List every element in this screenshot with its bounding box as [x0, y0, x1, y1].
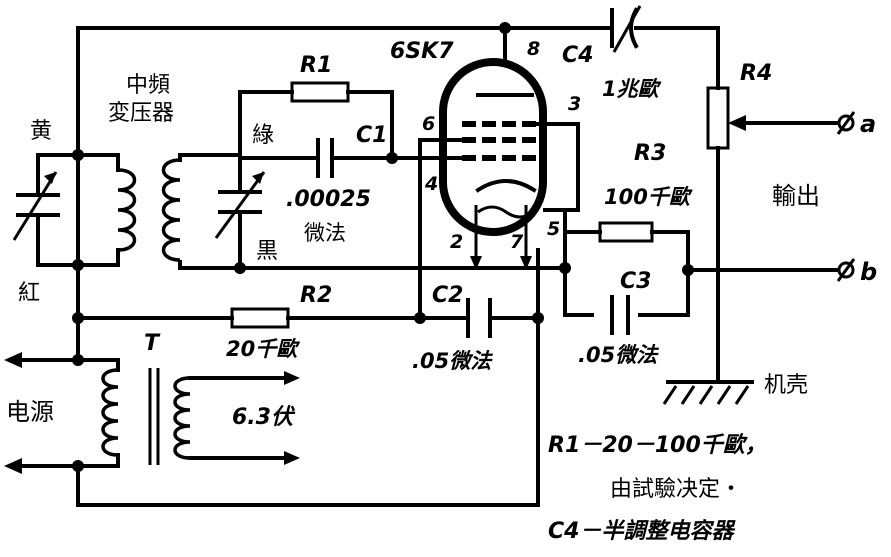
wire-color-black: 黒 — [256, 239, 278, 264]
if-transformer-label-1: 中頻 — [126, 73, 170, 98]
capacitor-c1 — [316, 138, 334, 178]
pin-4-label: 4 — [424, 173, 438, 195]
wire-color-green: 綠 — [252, 123, 274, 148]
pin-6-label: 6 — [422, 113, 435, 135]
c1-value: .00025 — [286, 187, 371, 212]
c2-label: C2 — [432, 283, 463, 308]
r3-label: R3 — [634, 141, 666, 166]
wire-color-red: 紅 — [18, 281, 40, 306]
capacitor-c2 — [466, 298, 492, 338]
pin-7-label: 7 — [510, 231, 524, 253]
pin-5-label: 5 — [547, 218, 560, 240]
note-line-3: C4－半調整电容器 — [548, 518, 736, 544]
if-transformer-primary-coil — [117, 168, 137, 252]
tuning-capacitor-secondary — [214, 171, 266, 239]
if-transformer-secondary-coil — [161, 158, 181, 262]
c2-value: .05微法 — [412, 349, 493, 373]
terminal-b-label: b — [860, 258, 877, 286]
note-line-1: R1－20－100千歐， — [548, 433, 767, 458]
c1-label: C1 — [356, 123, 387, 148]
c4-label: C4 — [562, 43, 593, 68]
tube-6sk7 — [439, 58, 547, 270]
r1-label: R1 — [300, 53, 332, 78]
terminal-a — [836, 111, 856, 135]
chassis-ground-symbol — [662, 380, 754, 405]
if-transformer-label-2: 変压器 — [108, 101, 174, 126]
terminal-a-label: a — [860, 110, 876, 138]
chassis-label: 机壳 — [764, 373, 808, 398]
capacitor-c4 — [610, 5, 642, 53]
c3-label: C3 — [620, 269, 651, 294]
r4-label: R4 — [740, 61, 772, 86]
resistor-r1 — [290, 81, 350, 103]
resistor-r4 — [706, 86, 730, 150]
resistor-r3 — [598, 221, 654, 243]
transformer-t-label: T — [144, 331, 161, 356]
c1-unit: 微法 — [304, 221, 346, 245]
r2-label: R2 — [300, 283, 332, 308]
wire-color-yellow: 黄 — [30, 119, 52, 144]
power-source-label: 电源 — [6, 398, 54, 426]
pin-2-label: 2 — [450, 231, 463, 253]
c3-value: .05微法 — [578, 343, 659, 367]
r3-value: 100千歐 — [604, 185, 693, 209]
r2-value: 20千歐 — [226, 337, 300, 361]
pin-3-label: 3 — [568, 93, 581, 115]
capacitor-c3 — [610, 295, 630, 335]
tube-type-label: 6SK7 — [390, 39, 454, 64]
terminal-b — [836, 258, 856, 282]
tuning-capacitor-primary — [12, 171, 60, 241]
pin-8-label: 8 — [527, 38, 540, 60]
c4-value: 1兆歐 — [602, 77, 662, 101]
junction-dots — [72, 22, 694, 472]
power-transformer — [101, 368, 300, 465]
power-input-arrows — [4, 352, 22, 474]
output-label: 輸出 — [772, 182, 820, 210]
resistor-r2 — [230, 307, 290, 329]
note-line-2: 由試驗决定・ — [610, 477, 742, 502]
heater-voltage-label: 6.3伏 — [232, 405, 296, 430]
